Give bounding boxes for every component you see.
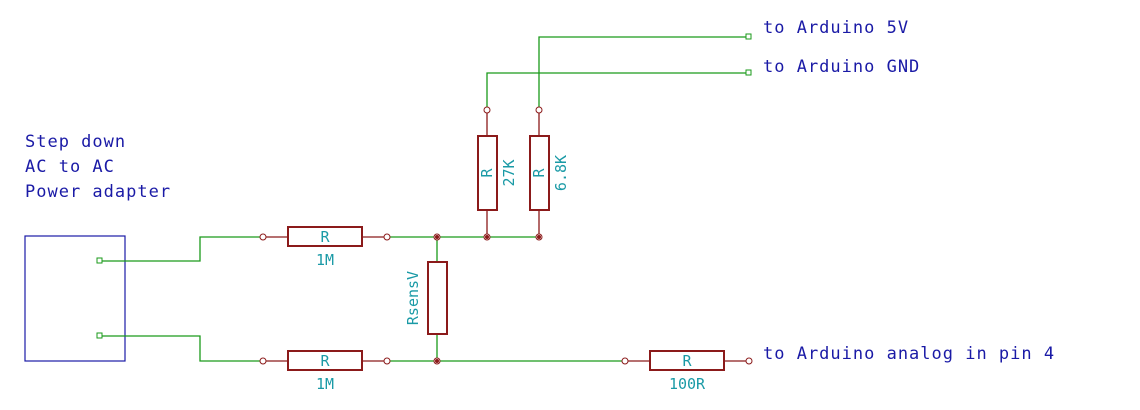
circuit-wires bbox=[387, 33, 752, 362]
port-5v bbox=[745, 33, 752, 40]
adapter-terminal-2 bbox=[96, 332, 103, 339]
label-arduino-gnd: to Arduino GND bbox=[763, 57, 920, 77]
resistor-top-1m: R 1M bbox=[259, 226, 391, 269]
port-gnd bbox=[745, 69, 752, 76]
junction-dots bbox=[435, 235, 541, 363]
junction-top bbox=[435, 235, 439, 239]
resistor-100r: R 100R bbox=[621, 350, 753, 393]
resistor-rsensv: RsensV bbox=[404, 233, 448, 365]
rsensv-label: RsensV bbox=[404, 271, 422, 325]
adapter-label-line2: AC to AC bbox=[25, 157, 115, 177]
adapter-terminal-1 bbox=[96, 257, 103, 264]
junction-bottom bbox=[435, 359, 439, 363]
power-adapter-box bbox=[24, 235, 126, 362]
adapter-label-line1: Step down bbox=[25, 132, 126, 152]
adapter-label-line3: Power adapter bbox=[25, 182, 171, 202]
junction-27k bbox=[485, 235, 489, 239]
resistor-bottom-1m: R 1M bbox=[259, 350, 391, 393]
resistor-27k-label: R bbox=[478, 168, 496, 178]
resistor-27k-value: 27K bbox=[500, 159, 518, 186]
resistor-27k: R 27K bbox=[477, 106, 518, 241]
resistor-6-8k-value: 6.8K bbox=[552, 155, 570, 191]
resistor-100r-label: R bbox=[682, 352, 692, 370]
junction-6-8k bbox=[537, 235, 541, 239]
resistor-bottom-value: 1M bbox=[316, 375, 334, 393]
resistor-bottom-label: R bbox=[320, 352, 330, 370]
resistor-top-label: R bbox=[320, 228, 330, 246]
resistor-100r-value: 100R bbox=[669, 375, 706, 393]
resistor-6-8k: R 6.8K bbox=[529, 106, 570, 241]
label-arduino-analog: to Arduino analog in pin 4 bbox=[763, 344, 1055, 364]
resistor-6-8k-label: R bbox=[530, 168, 548, 178]
resistor-top-value: 1M bbox=[316, 251, 334, 269]
label-arduino-5v: to Arduino 5V bbox=[763, 18, 909, 38]
adapter-wires bbox=[96, 236, 263, 362]
